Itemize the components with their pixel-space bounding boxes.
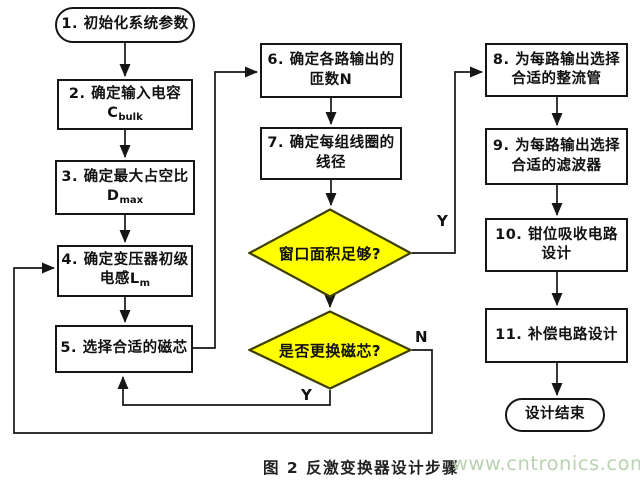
node-label: 匝数N [309,71,353,88]
node-label: 10. 钳位吸收电路 [495,226,618,243]
branch-label-yes: Y [301,386,312,404]
node-label: 合适的滤波器 [511,157,602,174]
node-2-input-capacitor: 2. 确定输入电容 Cbulk [57,79,193,130]
branch-label-no: N [415,328,428,346]
node-label: 3. 确定最大占空比 [61,168,189,185]
node-6-output-turns: 6. 确定各路输出的 匝数N [260,43,402,98]
node-8-select-rectifier: 8. 为每路输出选择 合适的整流管 [485,43,628,97]
connector-d2-no-loop-to-4 [13,262,433,434]
decision-label: 窗口面积足够? [278,244,382,263]
connector-5-to-6 [193,66,258,349]
node-label: 9. 为每路输出选择 [492,138,621,155]
node-label: 6. 确定各路输出的 [267,52,395,69]
node-7-wire-diameter: 7. 确定每组线圈的 线径 [260,127,402,180]
node-5-select-core: 5. 选择合适的磁芯 [55,325,193,373]
node-label: 5. 选择合适的磁芯 [60,340,188,357]
node-symbol: Cbulk [107,104,143,123]
diamond-shape [248,310,412,390]
node-label: 设计结束 [525,406,585,423]
decision-window-area: 窗口面积足够? [248,208,412,298]
node-label: 1. 初始化系统参数 [61,16,189,33]
node-4-primary-inductance: 4. 确定变压器初级 电感Lm [57,245,193,297]
node-end-design-finished: 设计结束 [505,398,605,432]
node-label: 8. 为每路输出选择 [492,51,621,68]
node-3-max-duty-cycle: 3. 确定最大占空比 Dmax [55,160,195,215]
node-symbol: 电感Lm [99,271,151,290]
node-symbol: Dmax [106,187,144,206]
branch-label-yes: Y [437,212,448,230]
node-start-init-params: 1. 初始化系统参数 [55,7,195,43]
figure-caption: 图 2 反激变换器设计步骤 [263,459,460,477]
decision-replace-core: 是否更换磁芯? [248,310,412,390]
node-9-select-filter: 9. 为每路输出选择 合适的滤波器 [485,128,628,185]
node-10-clamp-snubber-design: 10. 钳位吸收电路 设计 [485,218,628,272]
node-label: 线径 [316,154,346,171]
node-11-compensation-design: 11. 补偿电路设计 [485,308,628,363]
node-label: 合适的整流管 [511,71,602,87]
connector-d1-yes-to-8 [412,66,483,254]
node-label: 11. 补偿电路设计 [495,326,618,343]
node-label: 2. 确定输入电容 [68,85,182,102]
subscript: max [119,194,144,206]
decision-label: 是否更换磁芯? [278,341,382,360]
subscript: m [139,278,151,290]
watermark-text: www.cntronics.com [452,452,640,475]
node-label: 4. 确定变压器初级 [61,252,189,269]
subscript: bulk [118,111,143,123]
node-label: 设计 [541,246,572,262]
node-label: 7. 确定每组线圈的 [267,135,395,152]
connector-d2-yes-loop-to-5 [117,376,331,406]
